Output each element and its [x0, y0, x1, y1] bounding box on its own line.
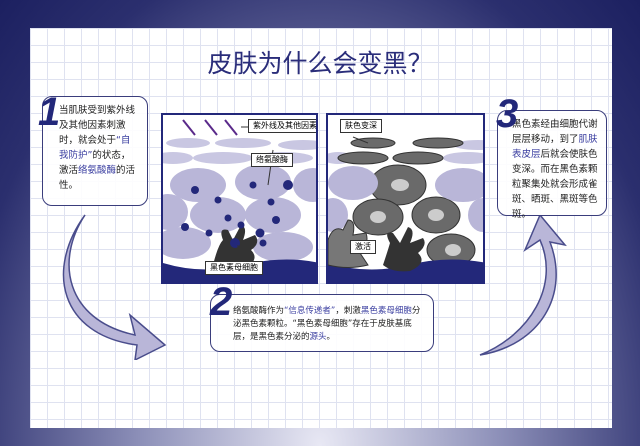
curved-arrow-left-icon	[62, 214, 167, 360]
melanocyte-label: 黑色素母细胞	[205, 261, 263, 275]
step-3-highlight: 肌肤表皮层	[512, 134, 598, 160]
step-3-box: 黑色素经由细胞代谢层层移动，到了肌肤表皮层后就会使肤色变深。而在黑色素颗粒聚集处…	[497, 110, 607, 220]
uv-label: 紫外线及其他因素	[248, 119, 316, 133]
step-1-text: 的状态，激活	[59, 150, 131, 176]
skin-diagram-before: 紫外线及其他因素 络氨酸酶 黑色素母细胞	[161, 113, 318, 284]
step-2-highlight: 源头	[309, 332, 327, 342]
step-2-highlight: “信息传递者”	[284, 306, 336, 316]
step-1-number: 1	[38, 90, 61, 134]
step-2-text: ，刺激	[335, 306, 361, 316]
step-2-text: 分泌黑色素颗粒。“黑色素母细胞”存在于皮肤基底层，是黑色素分泌的	[233, 306, 421, 342]
page-title: 皮肤为什么会变黑？	[207, 49, 433, 78]
step-2-highlight: 黑色素母细胞	[360, 306, 412, 316]
step-1-text: 当肌肤受到紫外线及其他因素刺激时，就会处于	[59, 105, 136, 146]
step-3-text: 后就会使肤色变深。而在黑色素颗粒聚集处就会形成雀斑、晒斑、黑斑等色斑。	[512, 149, 598, 220]
step-1-text: 的活性。	[59, 165, 136, 191]
step-2-box: 络氨酸酶作为“信息传递者”，刺激黑色素母细胞分泌黑色素颗粒。“黑色素母细胞”存在…	[210, 294, 434, 352]
step-2-number: 2	[210, 280, 233, 324]
activate-label: 激活	[350, 240, 376, 254]
skin-cells-illustration	[163, 119, 316, 282]
grid-panel	[30, 28, 612, 428]
step-1-box: 当肌肤受到紫外线及其他因素刺激时，就会处于“自我防护”的状态，激活络氨酸酶的活性…	[42, 96, 148, 206]
curved-arrow-right-icon	[479, 215, 567, 356]
step-3-text: 黑色素经由细胞代谢层层移动，到了	[512, 119, 598, 145]
step-2-text: 络氨酸酶作为	[233, 306, 285, 316]
step-1-highlight: “自我防护”	[59, 135, 131, 161]
step-1-highlight: 络氨酸酶	[78, 165, 117, 176]
step-2-text: 。	[326, 332, 336, 342]
darken-label: 肤色变深	[340, 119, 382, 133]
step-3-number: 3	[496, 92, 519, 136]
enzyme-label: 络氨酸酶	[251, 153, 293, 167]
darkened-cells-illustration	[328, 136, 483, 282]
skin-diagram-after: 肤色变深 激活	[326, 113, 485, 284]
